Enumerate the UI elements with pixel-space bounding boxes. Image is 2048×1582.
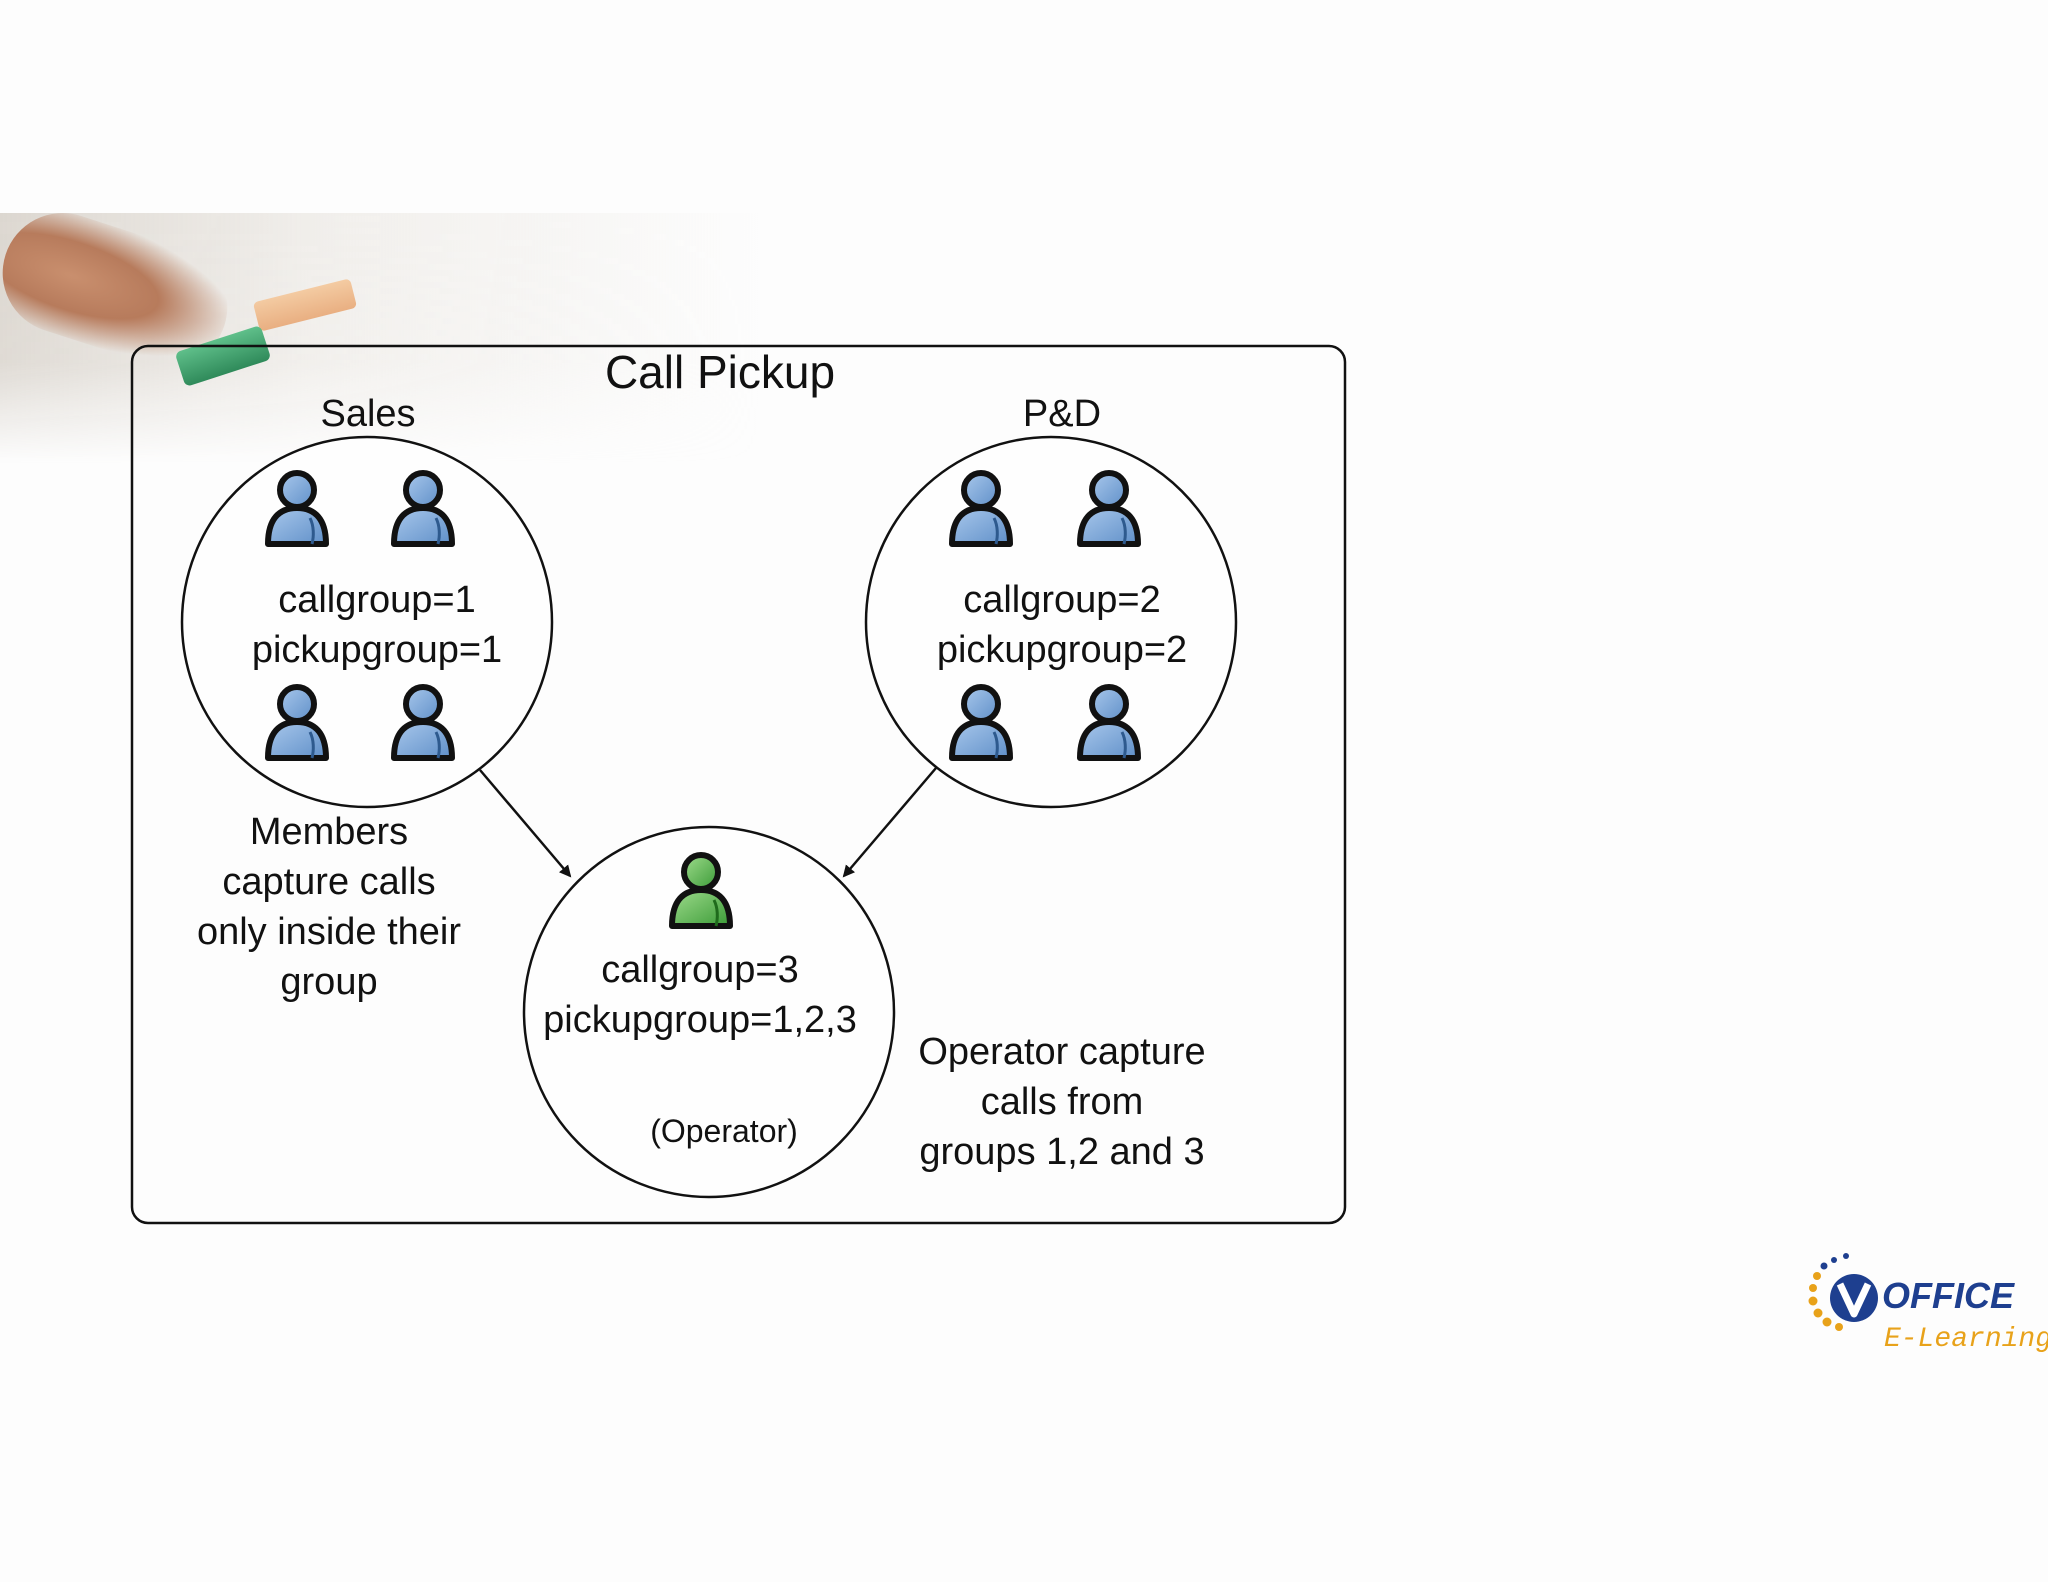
operator-note: Operator capture calls from groups 1,2 a…: [918, 1031, 1205, 1173]
group-label-pd: P&D: [1023, 393, 1101, 435]
members-note-line: group: [280, 961, 377, 1003]
pd-group-circle: [864, 435, 1238, 809]
logo-v-mark-icon: [1830, 1274, 1878, 1322]
diagram-frame: [130, 344, 1347, 1225]
operator-role-label: (Operator): [650, 1113, 798, 1149]
sales-group-circle: [180, 435, 554, 809]
logo-brand-text: OFFICE: [1882, 1275, 2015, 1316]
sales-callgroup: callgroup=1: [278, 579, 476, 621]
operator-callgroup: callgroup=3: [601, 949, 799, 991]
voffice-elearning-logo: OFFICE E-Learning: [1808, 1253, 2048, 1355]
arrow-sales-to-operator: [479, 769, 572, 878]
operator-group-circle: [522, 825, 896, 1199]
pd-pickupgroup: pickupgroup=2: [937, 629, 1187, 671]
group-label-sales: Sales: [320, 393, 415, 435]
pd-callgroup: callgroup=2: [963, 579, 1161, 621]
members-note-line: Members: [250, 811, 408, 853]
operator-pickupgroup: pickupgroup=1,2,3: [543, 999, 857, 1041]
operator-note-line: Operator capture: [918, 1031, 1205, 1073]
members-note: Members capture calls only inside their …: [197, 811, 461, 1003]
arrow-pd-to-operator: [842, 767, 937, 878]
logo-tagline-text: E-Learning: [1884, 1324, 2048, 1355]
members-note-line: capture calls: [222, 861, 435, 903]
logo-dots-icon: [1808, 1253, 1849, 1331]
operator-note-line: calls from: [981, 1081, 1144, 1123]
sales-pickupgroup: pickupgroup=1: [252, 629, 502, 671]
diagram-title: Call Pickup: [605, 346, 835, 398]
operator-note-line: groups 1,2 and 3: [919, 1131, 1204, 1173]
members-note-line: only inside their: [197, 911, 461, 953]
